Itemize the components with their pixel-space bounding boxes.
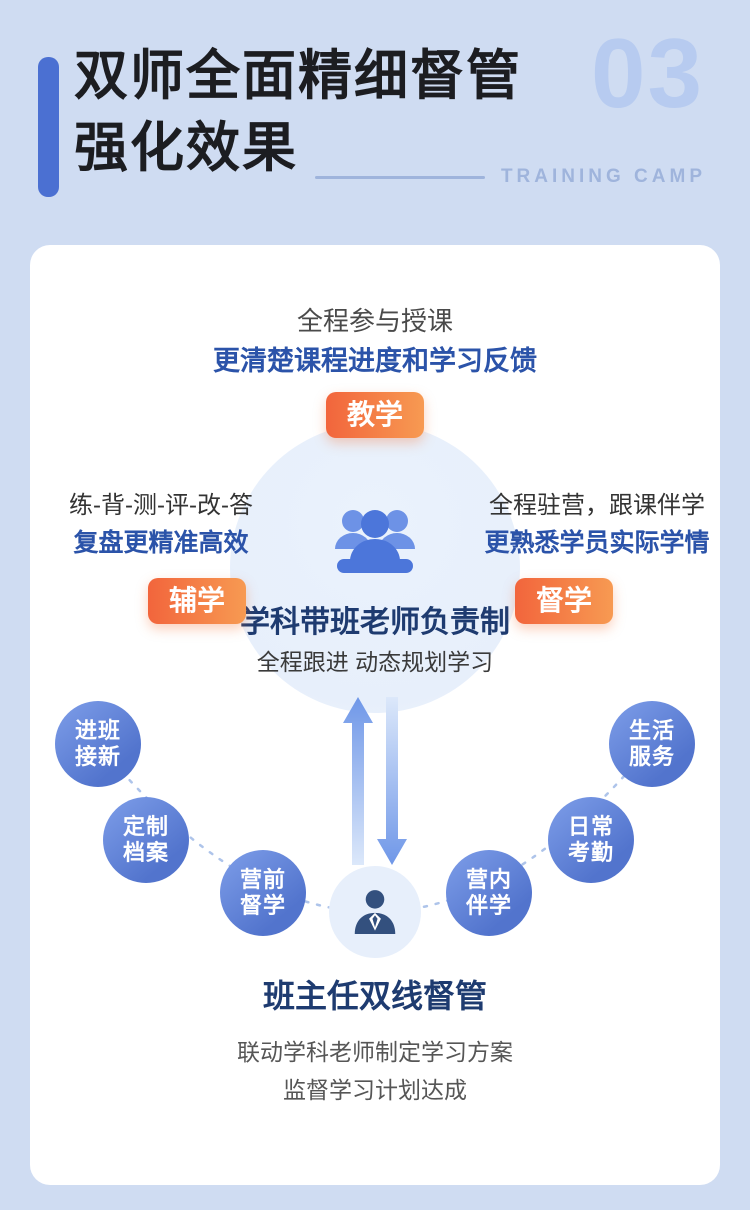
duty-node-label: 接新 bbox=[74, 744, 121, 769]
duty-node-label: 定制 bbox=[122, 814, 169, 839]
assist-text-block: 练-背-测-评-改-答 复盘更精准高效 bbox=[46, 489, 276, 563]
person-icon bbox=[354, 890, 396, 934]
page-title: 双师全面精细督管 强化效果 bbox=[74, 40, 522, 184]
training-camp-label: TRAINING CAMP bbox=[500, 166, 706, 187]
section-number: 03 bbox=[590, 18, 704, 128]
duty-node-life: 生活 服务 bbox=[609, 701, 695, 787]
assist-highlight: 复盘更精准高效 bbox=[73, 529, 249, 557]
head-teacher-desc-1: 联动学科老师制定学习方案 bbox=[237, 1039, 513, 1065]
duty-node-label: 进班 bbox=[74, 718, 121, 743]
head-teacher-desc-2: 监督学习计划达成 bbox=[283, 1077, 467, 1103]
duty-node-intake: 进班 接新 bbox=[55, 701, 141, 787]
assist-badge: 辅学 bbox=[148, 578, 246, 624]
duty-node-label: 营内 bbox=[465, 867, 512, 892]
teach-highlight: 更清楚课程进度和学习反馈 bbox=[213, 346, 537, 376]
duty-node-profile: 定制 档案 bbox=[103, 797, 189, 883]
supervise-text-block: 全程驻营，跟课伴学 更熟悉学员实际学情 bbox=[482, 489, 712, 563]
duty-node-label: 考勤 bbox=[567, 840, 614, 865]
teach-badge: 教学 bbox=[326, 392, 424, 438]
content-card: 全程参与授课 更清楚课程进度和学习反馈 教学 学科带班老师负责制 全程跟进 动态… bbox=[30, 245, 720, 1185]
title-line-2: 强化效果 bbox=[74, 118, 298, 178]
duty-node-label: 生活 bbox=[628, 718, 675, 743]
head-teacher-avatar bbox=[329, 866, 421, 958]
header: 双师全面精细督管 强化效果 03 TRAINING CAMP bbox=[0, 0, 750, 245]
assist-caption: 练-背-测-评-改-答 bbox=[69, 492, 253, 519]
head-teacher-title: 班主任双线督管 bbox=[262, 978, 487, 1014]
camp-row: TRAINING CAMP bbox=[315, 166, 706, 188]
duty-node-label: 日常 bbox=[567, 814, 614, 839]
duty-node-precamp: 营前 督学 bbox=[220, 850, 306, 936]
supervise-highlight: 更熟悉学员实际学情 bbox=[484, 529, 710, 557]
supervise-badge: 督学 bbox=[515, 578, 613, 624]
duty-node-attendance: 日常 考勤 bbox=[548, 797, 634, 883]
duty-node-label: 督学 bbox=[239, 893, 286, 918]
people-group-icon bbox=[335, 510, 415, 573]
duty-node-label: 伴学 bbox=[465, 893, 512, 918]
title-line-1: 双师全面精细督管 bbox=[74, 46, 522, 106]
divider-line bbox=[315, 175, 485, 179]
duty-node-label: 服务 bbox=[628, 744, 675, 769]
title-accent-bar bbox=[38, 57, 59, 197]
teach-caption: 全程参与授课 bbox=[296, 306, 453, 336]
duty-node-incamp: 营内 伴学 bbox=[446, 850, 532, 936]
duty-node-label: 营前 bbox=[239, 867, 286, 892]
subject-teacher-subtitle: 全程跟进 动态规划学习 bbox=[256, 649, 494, 675]
subject-teacher-title: 学科带班老师负责制 bbox=[240, 606, 510, 639]
supervise-caption: 全程驻营，跟课伴学 bbox=[489, 492, 705, 519]
duty-node-label: 档案 bbox=[122, 840, 169, 865]
up-down-arrows-icon bbox=[343, 697, 407, 865]
